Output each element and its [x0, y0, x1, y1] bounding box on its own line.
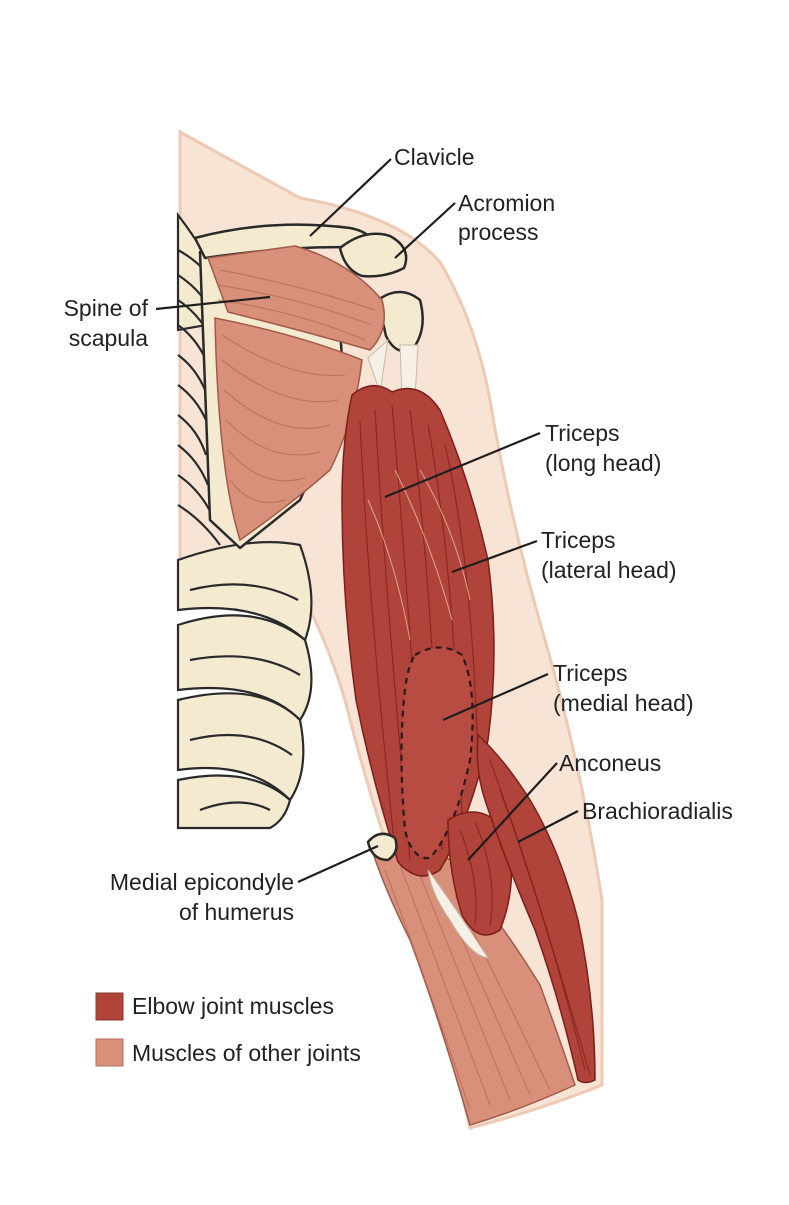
label-anconeus: Anconeus: [559, 750, 661, 776]
tendon-upper: [367, 338, 389, 393]
label-acromion-line1: Acromion: [458, 190, 555, 216]
acromion-bone: [338, 232, 408, 278]
brachioradialis-leader: [517, 810, 579, 843]
elbow-tendon: [427, 869, 490, 959]
label-clavicle: Clavicle: [394, 144, 475, 170]
label-triceps-medial-line2: (medial head): [553, 690, 694, 716]
medial-head-outline: [400, 646, 474, 860]
label-triceps-long-line1: Triceps: [545, 420, 620, 446]
shoulder-muscle-lower: [214, 317, 363, 542]
legend: Elbow joint muscles Muscles of other joi…: [95, 992, 361, 1067]
label-epicondyle-line1: Medial epicondyle: [110, 869, 294, 895]
shoulder-muscle-upper: [206, 245, 385, 351]
label-acromion-line2: process: [458, 219, 539, 245]
label-brachioradialis: Brachioradialis: [582, 798, 733, 824]
triceps-long-leader: [384, 431, 541, 499]
distal-fibers: [459, 759, 591, 1076]
label-triceps-lateral-line1: Triceps: [541, 527, 616, 553]
legend-label-other: Muscles of other joints: [132, 1040, 361, 1066]
leader-lines: [155, 158, 579, 884]
label-epicondyle-line2: of humerus: [179, 899, 294, 925]
anconeus-leader: [467, 762, 558, 861]
shoulder-fibers: [217, 269, 376, 504]
label-spine-line1: Spine of: [64, 295, 149, 321]
clavicle-leader: [309, 158, 392, 237]
spine-leader: [155, 295, 271, 311]
label-spine-line2: scapula: [69, 325, 148, 351]
epicondyle-leader: [297, 844, 379, 884]
medial-epicondyle-bone: [366, 832, 398, 862]
label-triceps-long-line2: (long head): [545, 450, 661, 476]
label-triceps-lateral-line2: (lateral head): [541, 557, 677, 583]
label-triceps-medial-line1: Triceps: [553, 660, 628, 686]
triceps-lateral-leader: [451, 539, 538, 574]
legend-swatch-other: [95, 1038, 124, 1067]
acromion-leader: [394, 202, 456, 259]
legend-swatch-elbow: [95, 992, 124, 1021]
triceps-medial-leader: [442, 672, 549, 722]
humerus-head: [376, 290, 424, 353]
legend-label-elbow: Elbow joint muscles: [132, 993, 334, 1019]
